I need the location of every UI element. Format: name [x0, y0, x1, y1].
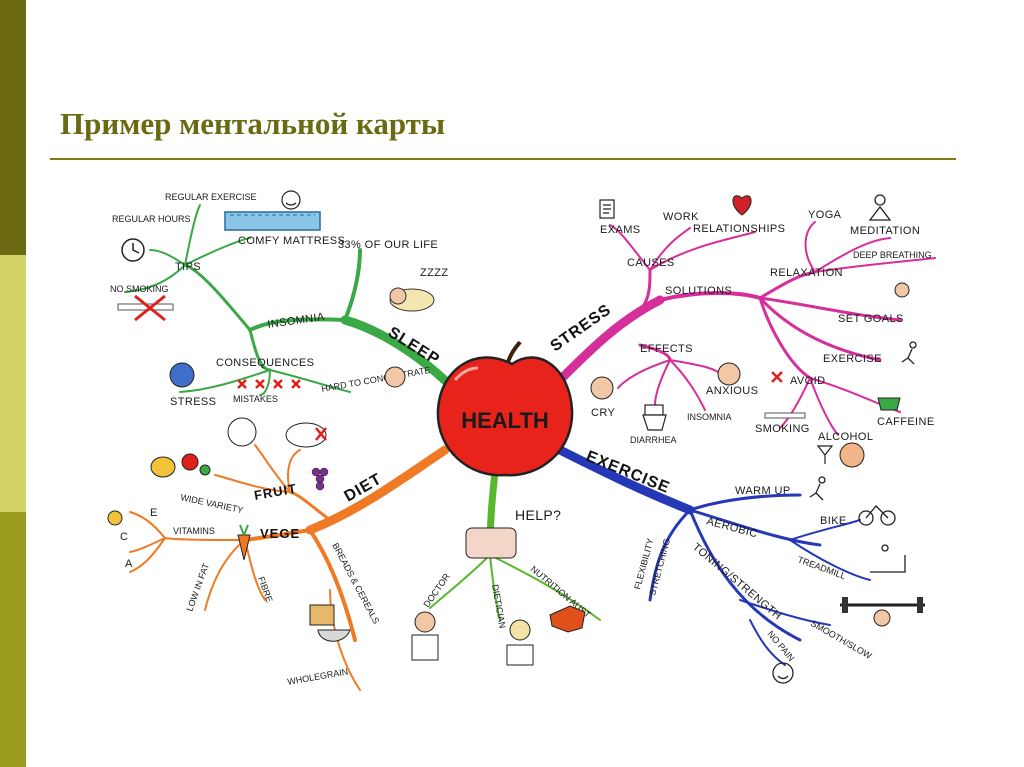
wholegrain-label: WHOLEGRAIN [287, 666, 349, 687]
anxious-face-icon [717, 362, 741, 386]
regular-hours-label: REGULAR HOURS [112, 214, 191, 224]
zzz-label: ZZZZ [420, 267, 448, 279]
regular-exercise-label: REGULAR EXERCISE [165, 192, 257, 202]
comfy-mattress-label: COMFY MATTRESS [238, 235, 345, 247]
title-underline [50, 158, 956, 160]
toning-strength-label: TONING/STRENGTH [690, 541, 784, 622]
vitamin-c-label: C [120, 531, 128, 543]
vege-label: VEGE [260, 526, 300, 541]
weightlifter-icon [840, 597, 925, 627]
mattress-icon [224, 211, 321, 231]
smooth-slow-label: SMOOTH/SLOW [809, 618, 874, 661]
sleep-subtitle: 33% OF OUR LIFE [338, 239, 438, 251]
meditation-label: MEDITATION [850, 225, 920, 237]
smiley-icon [281, 190, 301, 210]
caffeine-label: CAFFEINE [877, 416, 935, 428]
no-juice-icon [285, 422, 327, 448]
diarrhea-label: DIARRHEA [630, 435, 677, 445]
vitamin-e-label: E [150, 507, 158, 519]
vitamins-label: VITAMINS [173, 526, 215, 536]
paper-icon [599, 199, 615, 219]
alcohol-label: ALCOHOL [818, 431, 873, 443]
yoga-label: YOGA [808, 209, 842, 221]
no-smoking-label: NO SMOKING [110, 284, 169, 294]
bicycle-icon [858, 505, 896, 526]
deep-breathing-label: DEEP BREATHING [853, 250, 932, 260]
cigarette-crossed-icon [117, 294, 174, 322]
broken-heart-icon [732, 195, 752, 216]
treadmill-icon [870, 544, 906, 573]
stressed-face-icon [169, 362, 195, 388]
hard-to-concentrate-label: HARD TO CONCENTRATE [321, 365, 432, 394]
causes-label: CAUSES [627, 257, 675, 269]
tips-label: TIPS [175, 261, 201, 273]
running-person-icon [901, 341, 917, 365]
stress-insomnia-label: INSOMNIA [687, 412, 732, 422]
drink-glass-icon [816, 445, 834, 464]
crying-face-icon [590, 376, 614, 400]
wide-variety-label: WIDE VARIETY [180, 492, 245, 515]
carrot-icon [237, 524, 251, 561]
australia-map-icon [549, 605, 586, 633]
stress-label: STRESS [548, 301, 615, 355]
mistakes-label: MISTAKES [233, 394, 278, 404]
stress-exercise-label: EXERCISE [823, 353, 882, 365]
telephone-icon [465, 527, 517, 559]
apple-sun-icon [227, 417, 257, 447]
smiley-face-icon [772, 662, 794, 684]
sidebar-band-top [0, 0, 26, 255]
consequences-label: CONSEQUENCES [216, 357, 314, 369]
dietician-label: DIETICIAN [490, 584, 508, 630]
stress-consequence-label: STRESS [170, 396, 216, 408]
work-label: WORK [663, 211, 699, 223]
doctor-icon [411, 611, 439, 661]
fruit-label: FRUIT [253, 481, 298, 503]
drunk-face-icon [839, 442, 865, 468]
warm-up-label: WARM UP [735, 485, 791, 497]
orange-icon [107, 510, 123, 526]
running-icon [809, 476, 826, 501]
aerobic-label: AEROBIC [705, 515, 759, 540]
exams-label: EXAMS [600, 224, 641, 236]
bread-bowl-icon [309, 604, 351, 642]
avoid-label: AVOID [790, 375, 825, 387]
grapes-icon [311, 467, 329, 491]
meditation-icon [868, 194, 892, 221]
solutions-label: SOLUTIONS [665, 285, 732, 297]
mistakes-crosses-icon [237, 379, 301, 389]
relaxation-label: RELAXATION [770, 267, 843, 279]
dietician-icon [506, 619, 534, 666]
cigarette-icon [764, 371, 806, 419]
cry-label: CRY [591, 407, 615, 419]
insomnia-label: INSOMNIA [267, 311, 326, 331]
effects-label: EFFECTS [640, 343, 693, 355]
fruit-basket-icon [150, 453, 211, 478]
set-goals-label: SET GOALS [838, 313, 904, 325]
bike-label: BIKE [820, 515, 847, 527]
relaxing-person-icon [894, 282, 910, 298]
center-label: HEALTH [461, 408, 549, 433]
toilet-icon [642, 404, 667, 431]
anxious-label: ANXIOUS [706, 385, 758, 397]
sidebar-band-bottom [0, 512, 26, 767]
relationships-label: RELATIONSHIPS [693, 223, 785, 235]
sleep-branch [124, 204, 460, 396]
apple-icon [436, 340, 574, 477]
alarm-clock-icon [121, 238, 145, 262]
coffee-cup-icon [877, 397, 901, 411]
sleeping-person-icon [389, 287, 435, 312]
vitamin-a-label: A [125, 558, 133, 570]
help-label: HELP? [515, 507, 561, 523]
slide-title: Пример ментальной карты [60, 106, 446, 141]
smoking-label: SMOKING [755, 423, 810, 435]
sidebar-band-middle [0, 255, 26, 512]
exercise-branch [555, 445, 871, 666]
headache-face-icon [384, 366, 406, 388]
